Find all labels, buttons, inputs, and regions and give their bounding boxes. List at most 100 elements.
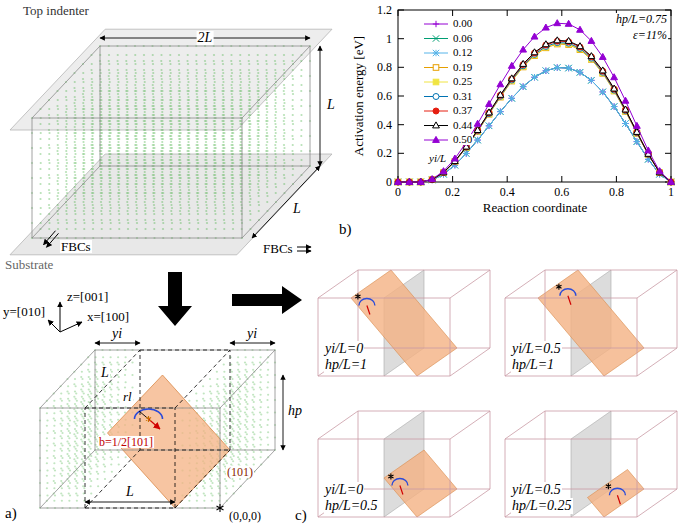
atom [117,72,119,74]
atom [195,54,197,56]
atom [188,144,190,146]
atom [283,147,285,149]
atom [48,114,50,116]
atom [283,183,285,185]
atom [187,87,189,89]
atom [57,183,59,185]
atom [188,159,190,161]
atom [118,159,120,161]
atom [136,222,138,224]
atom [248,78,250,80]
atom [109,159,111,161]
atom [66,168,68,170]
atom [118,204,120,206]
atom [171,168,173,170]
atom [180,162,182,164]
atom [117,171,119,173]
atom [257,69,259,71]
atom [258,150,260,152]
atom [171,213,173,215]
atom [65,165,67,167]
atom [187,156,189,158]
atom [249,195,251,197]
atom [248,117,250,119]
atom [127,147,129,149]
atom [83,174,85,176]
atom [239,78,241,80]
atom [240,96,242,98]
atom [160,84,162,86]
atom [82,87,84,89]
atom [240,114,242,116]
atom [135,90,137,92]
atom [206,207,208,209]
atom [48,123,50,125]
atom [197,213,199,215]
atom [152,78,154,80]
atom [108,84,110,86]
atom [232,159,234,161]
atom [213,72,215,74]
atom [257,156,259,158]
atom [283,99,285,101]
atom [91,93,93,95]
atom [135,120,137,122]
atom [135,204,137,206]
atom [143,84,145,86]
atom [153,228,155,230]
atom [57,189,59,191]
atom [91,102,93,104]
atom [275,186,277,188]
atom [265,159,267,161]
atom [152,186,154,188]
atom [257,138,259,140]
atom [283,159,285,161]
atom [92,132,94,134]
atom [292,54,294,56]
atom [170,204,172,206]
atom [101,132,103,134]
atom [136,138,138,140]
atom [170,102,172,104]
atom [179,159,181,161]
atom [248,75,250,77]
atom [162,123,164,125]
atom [231,135,233,137]
atom [232,228,234,230]
atom [170,135,172,137]
atom [101,123,103,125]
atom [83,168,85,170]
atom [160,75,162,77]
atom [249,105,251,107]
atom [178,63,180,65]
atom [257,141,259,143]
atom [221,60,223,62]
atom [275,156,277,158]
atom [214,186,216,188]
atom [222,54,224,56]
atom [126,105,128,107]
atom [171,162,173,164]
atom [265,144,267,146]
atom [153,213,155,215]
atom [143,102,145,104]
atom [153,90,155,92]
atom [223,147,225,149]
atom [110,192,112,194]
atom [249,138,251,140]
atom [109,198,111,200]
atom [223,168,225,170]
atom [144,141,146,143]
atom [283,123,285,125]
atom [126,120,128,122]
atom [153,123,155,125]
atom [232,204,234,206]
atom [91,81,93,83]
atom [179,114,181,116]
atom [152,63,154,65]
atom [117,126,119,128]
atom [222,102,224,104]
atom [57,138,59,140]
atom [109,81,111,83]
atom [266,111,268,113]
